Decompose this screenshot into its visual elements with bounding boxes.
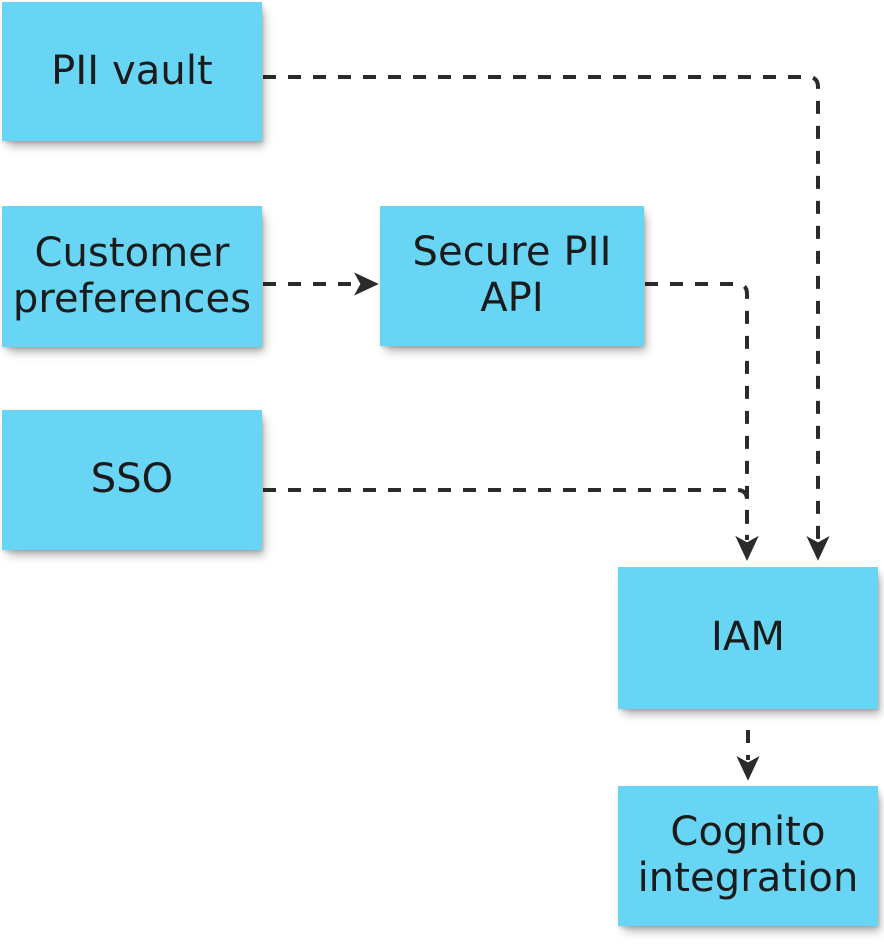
node-label-cognito-integration: Cognito integration: [637, 809, 859, 901]
edge-sso-to-iam: [263, 488, 759, 561]
node-secure-pii-api[interactable]: Secure PII API: [380, 206, 644, 346]
edge-secure-pii-api-to-iam: [645, 282, 759, 561]
node-iam[interactable]: IAM: [618, 567, 878, 709]
node-sso[interactable]: SSO: [2, 410, 262, 550]
node-label-customer-preferences: Customer preferences: [12, 229, 252, 322]
node-label-secure-pii-api: Secure PII API: [412, 229, 612, 321]
node-label-pii-vault: PII vault: [51, 47, 213, 94]
node-customer-preferences[interactable]: Customer preferences: [2, 206, 262, 347]
node-pii-vault[interactable]: PII vault: [2, 2, 262, 141]
node-cognito-integration[interactable]: Cognito integration: [618, 786, 878, 926]
node-label-iam: IAM: [711, 614, 785, 661]
node-label-sso: SSO: [90, 456, 174, 503]
